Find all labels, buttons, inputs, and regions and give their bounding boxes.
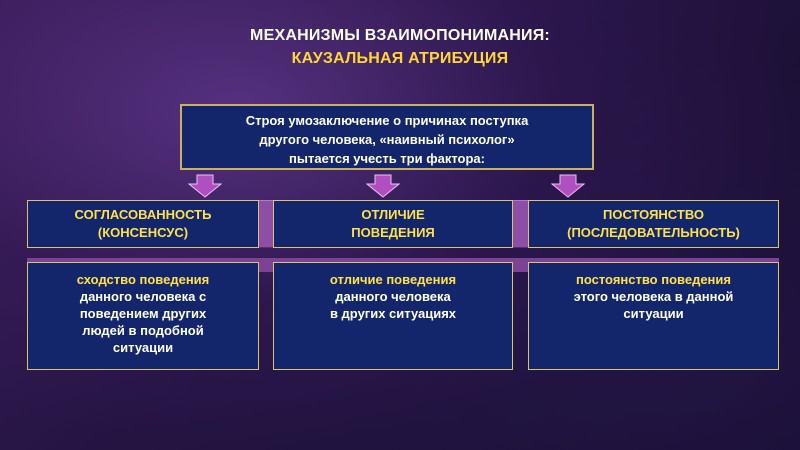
intro-box: Строя умозаключение о причинах поступка … [180,104,594,170]
factor-description-line: этого человека в данной [573,289,734,304]
factor-description-line: ситуации [112,340,174,355]
factor-description-line: ситуации [623,306,684,321]
page-title: МЕХАНИЗМЫ ВЗАИМОПОНИМАНИЯ: [250,27,550,44]
factor-heading-line: СОГЛАСОВАННОСТЬ [74,207,212,222]
arrow-down-icon [366,174,400,198]
arrow-down-icon [551,174,585,198]
intro-line: другого человека, «наивный психолог» [259,132,515,147]
factor-description-lead: постоянство поведения [576,272,731,287]
factor-description-distinctiveness: отличие поведения данного человека в дру… [273,262,513,370]
factor-description-line: данного человека с [79,289,207,304]
page-subtitle: КАУЗАЛЬНАЯ АТРИБУЦИЯ [291,50,509,67]
factor-description-consensus: сходство поведения данного человека с по… [27,262,259,370]
factor-heading-line: (ПОСЛЕДОВАТЕЛЬНОСТЬ) [567,225,740,240]
factor-heading-line: ПОВЕДЕНИЯ [351,225,435,240]
factor-description-line: людей в подобной [82,323,204,338]
factor-description-consistency: постоянство поведения этого человека в д… [528,262,779,370]
factor-heading-line: (КОНСЕНСУС) [97,225,189,240]
factor-description-line: данного человека [335,289,451,304]
factor-description-lead: отличие поведения [329,272,457,287]
factor-heading-line: ПОСТОЯНСТВО [603,207,704,222]
factor-heading-distinctiveness: ОТЛИЧИЕ ПОВЕДЕНИЯ [273,200,513,248]
factor-description-lead: сходство поведения [76,272,210,287]
factor-heading-consistency: ПОСТОЯНСТВО (ПОСЛЕДОВАТЕЛЬНОСТЬ) [528,200,779,248]
factor-heading-line: ОТЛИЧИЕ [361,207,425,222]
arrow-down-icon [188,174,222,198]
intro-line: Строя умозаключение о причинах поступка [245,113,529,128]
factor-description-line: в других ситуациях [329,306,457,321]
intro-line: пытается учесть три фактора: [289,151,485,166]
factor-description-line: поведением других [79,306,207,321]
factor-heading-consensus: СОГЛАСОВАННОСТЬ (КОНСЕНСУС) [27,200,259,248]
